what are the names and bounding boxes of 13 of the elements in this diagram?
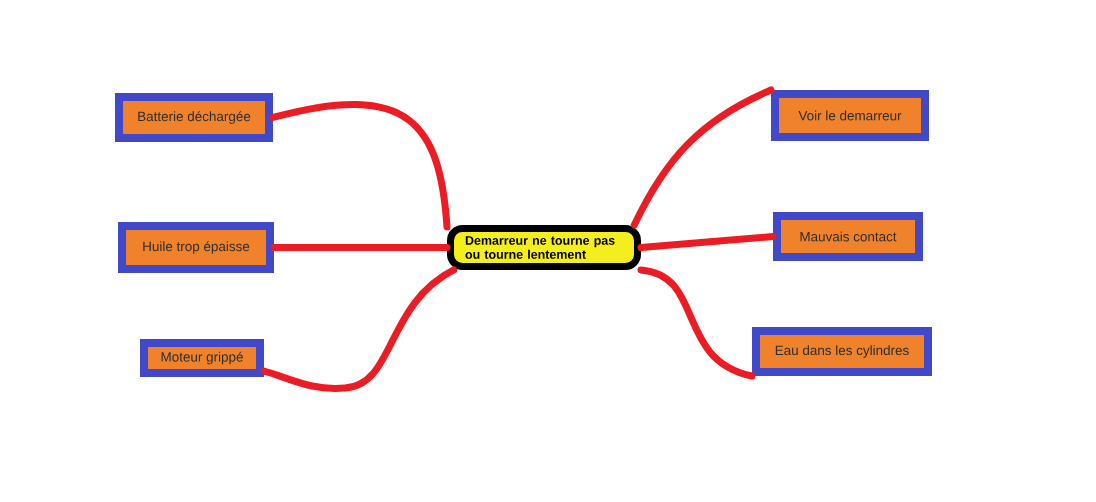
central-topic-box: Demarreur ne tourne pas ou tourne lentement (447, 225, 641, 270)
topic-box: Mauvais contact (773, 212, 923, 261)
branch-line (270, 244, 451, 251)
branch-line (630, 86, 775, 229)
topic-box: Huile trop épaisse (118, 222, 274, 273)
branch-line (260, 266, 458, 392)
topic-box: Eau dans les cylindres (752, 327, 932, 376)
branch-line (269, 100, 451, 231)
topic-box: Voir le demarreur (771, 90, 929, 141)
branch-line (637, 233, 777, 251)
topic-box: Moteur grippé (140, 339, 264, 377)
topic-box: Batterie déchargée (115, 93, 273, 142)
branch-line (637, 266, 756, 380)
